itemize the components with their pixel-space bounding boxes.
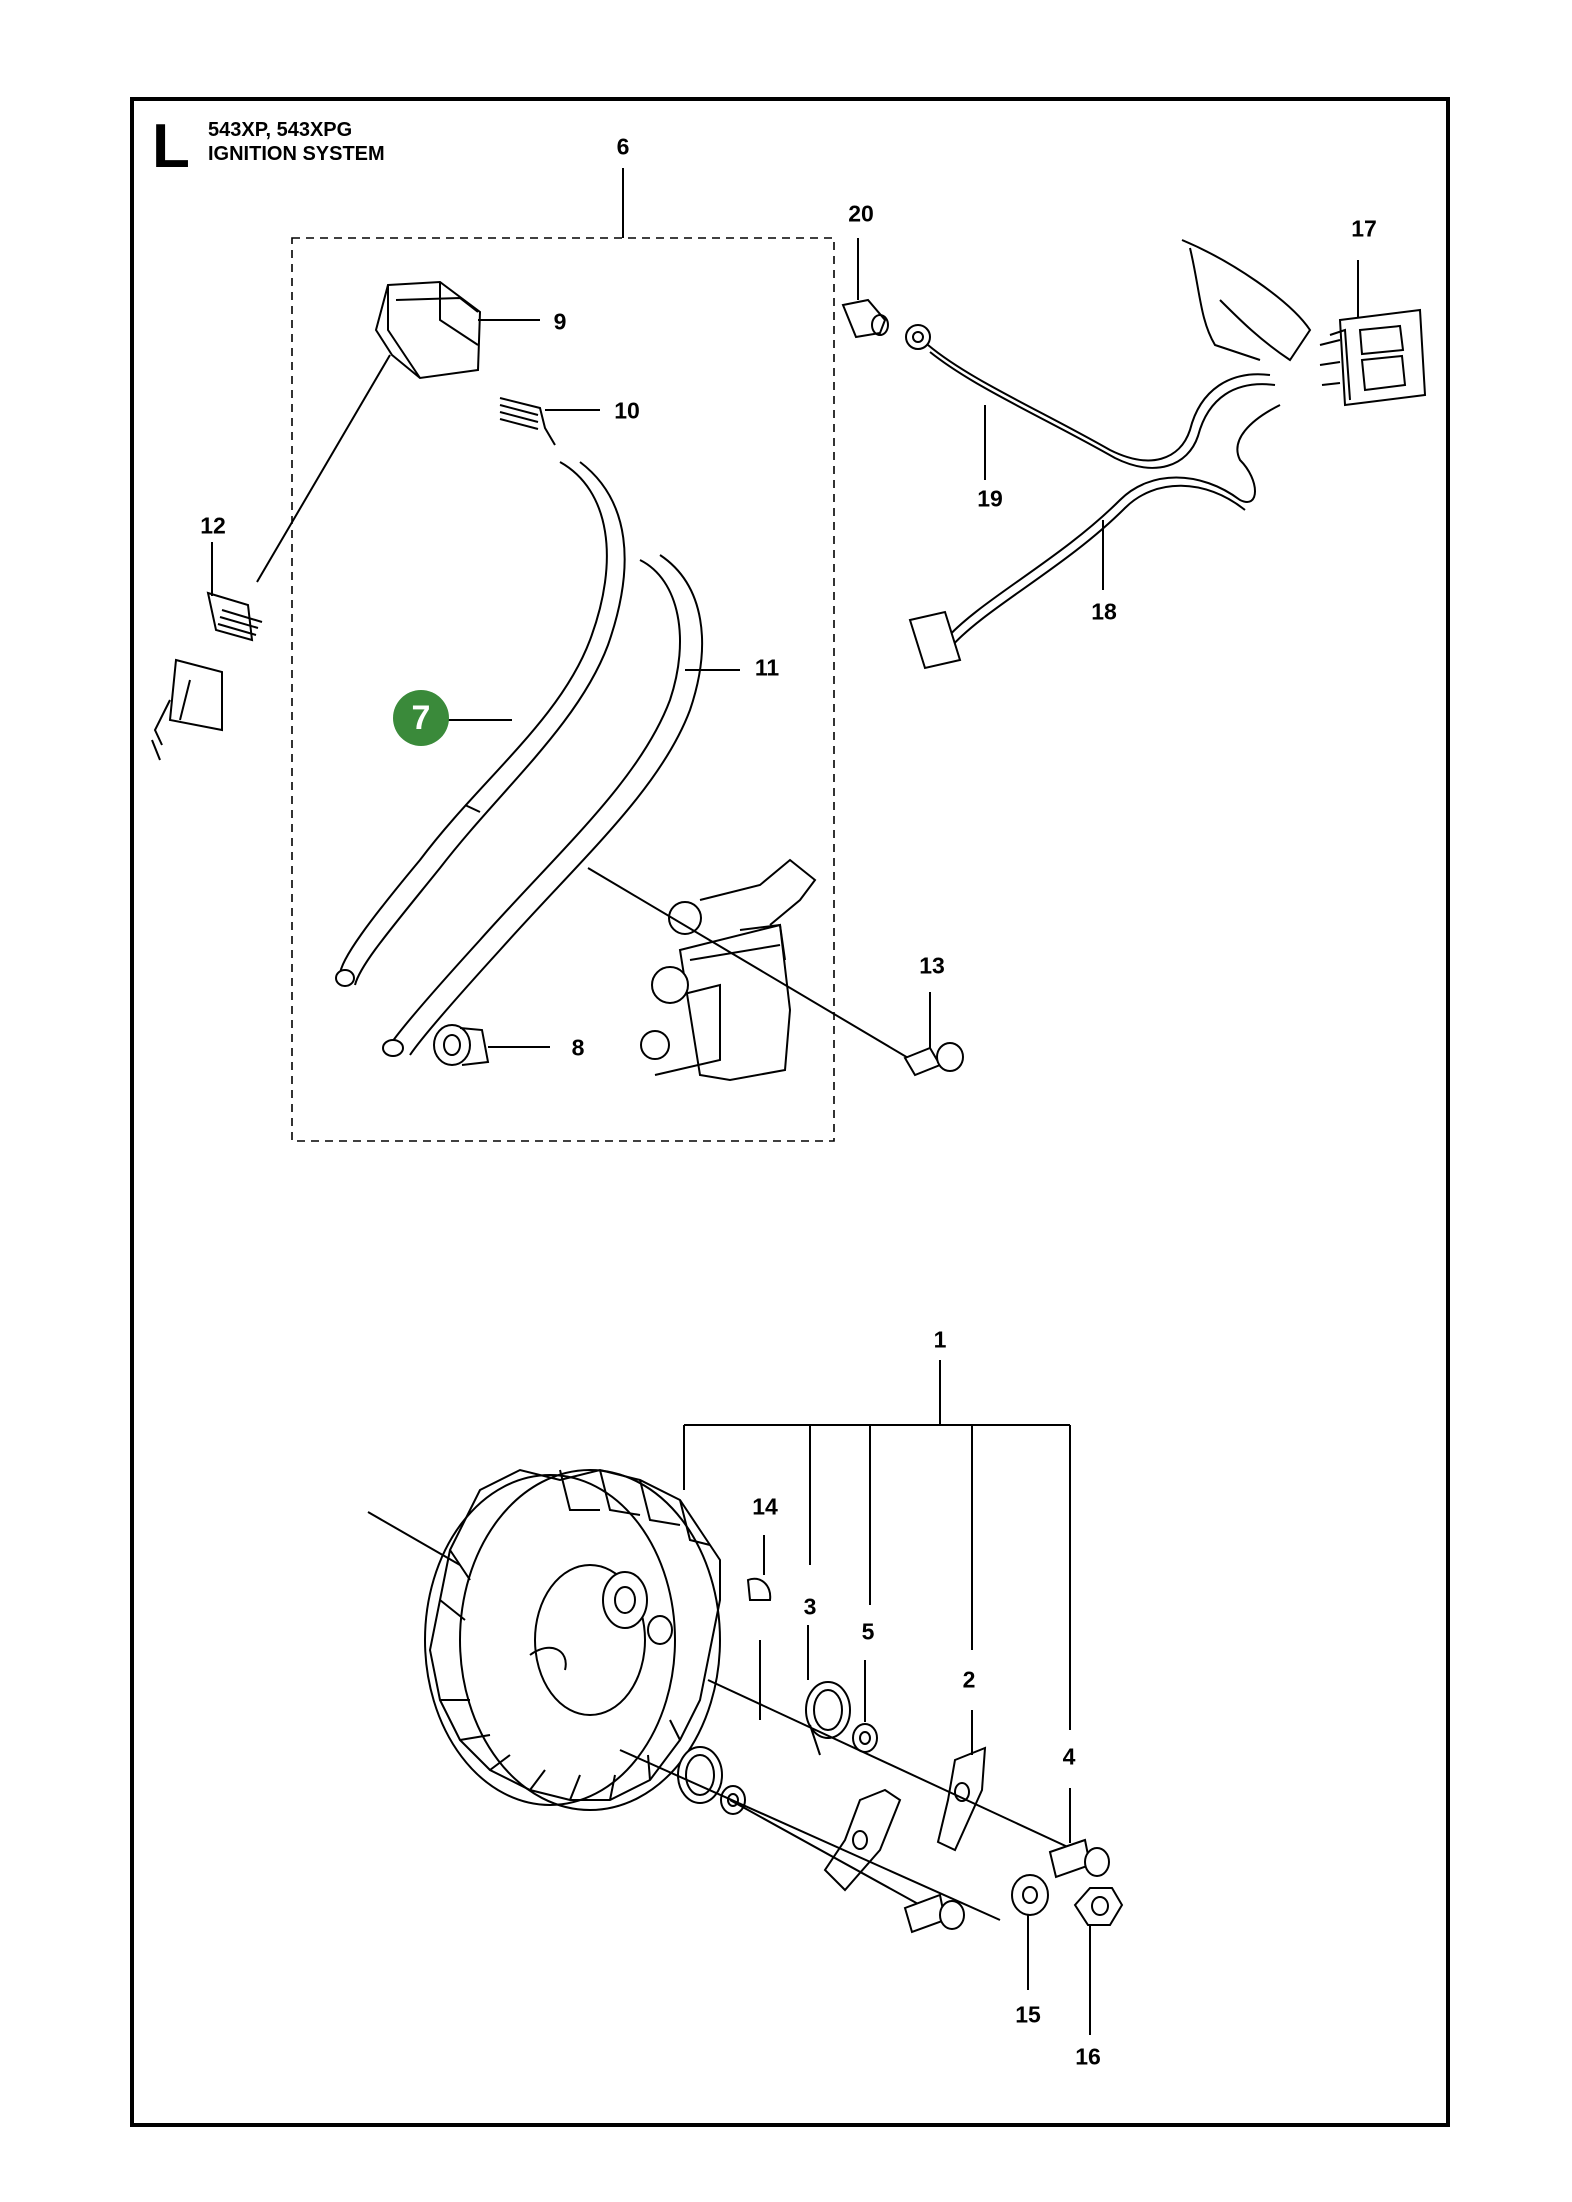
callout-3: 3 [803,1593,817,1620]
kit-boundary [291,237,835,1142]
callout-6: 6 [616,133,630,160]
connector-20 [841,298,889,339]
callout-17: 17 [1351,215,1377,242]
section-title: IGNITION SYSTEM [208,143,385,165]
wire-harness [905,239,1312,670]
callout-4: 4 [1062,1743,1076,1770]
ignition-lead-11 [382,554,704,1057]
section-letter: L [152,112,190,181]
model-names: 543XP, 543XPG [208,119,353,141]
washer-15 [1011,1874,1049,1916]
leader-1-bracket [683,1360,1071,1730]
callout-18: 18 [1091,598,1117,625]
nut-16 [1073,1887,1124,1926]
flywheel-axis [367,1511,461,1566]
ignition-module [640,858,817,1082]
callout-7-highlight: 7 [393,690,449,746]
callout-9: 9 [553,308,567,335]
spark-plug-boot [374,280,482,380]
callout-20: 20 [848,200,874,227]
callout-11: 11 [754,654,780,681]
callout-16: 16 [1075,2043,1101,2070]
spring-contact [499,397,556,446]
grommet [433,1024,490,1066]
callout-8: 8 [571,1034,585,1061]
pawl-spring [677,1681,851,1804]
callout-10: 10 [614,397,640,424]
screw-4 [903,1838,1110,1934]
callout-12: 12 [200,512,226,539]
callout-7: 7 [411,698,431,737]
leader-12b [256,354,391,583]
ignition-lead-7 [335,461,626,987]
callout-2: 2 [962,1666,976,1693]
stop-switch [1319,308,1427,407]
callout-15: 15 [1015,2001,1041,2028]
spark-plug [151,591,263,761]
callout-19: 19 [977,485,1003,512]
title-block: 543XP, 543XPG IGNITION SYSTEM [208,118,385,166]
pawl [823,1746,987,1892]
callout-5: 5 [861,1618,875,1645]
module-axis [587,867,921,1066]
diagram-frame [130,97,1450,2127]
callout-1: 1 [933,1326,947,1353]
callout-14: 14 [752,1493,778,1520]
flywheel [424,1468,721,1811]
washer-5 [720,1723,878,1815]
screw-13 [903,1042,964,1077]
woodruff-key [746,1577,772,1601]
callout-13: 13 [919,952,945,979]
